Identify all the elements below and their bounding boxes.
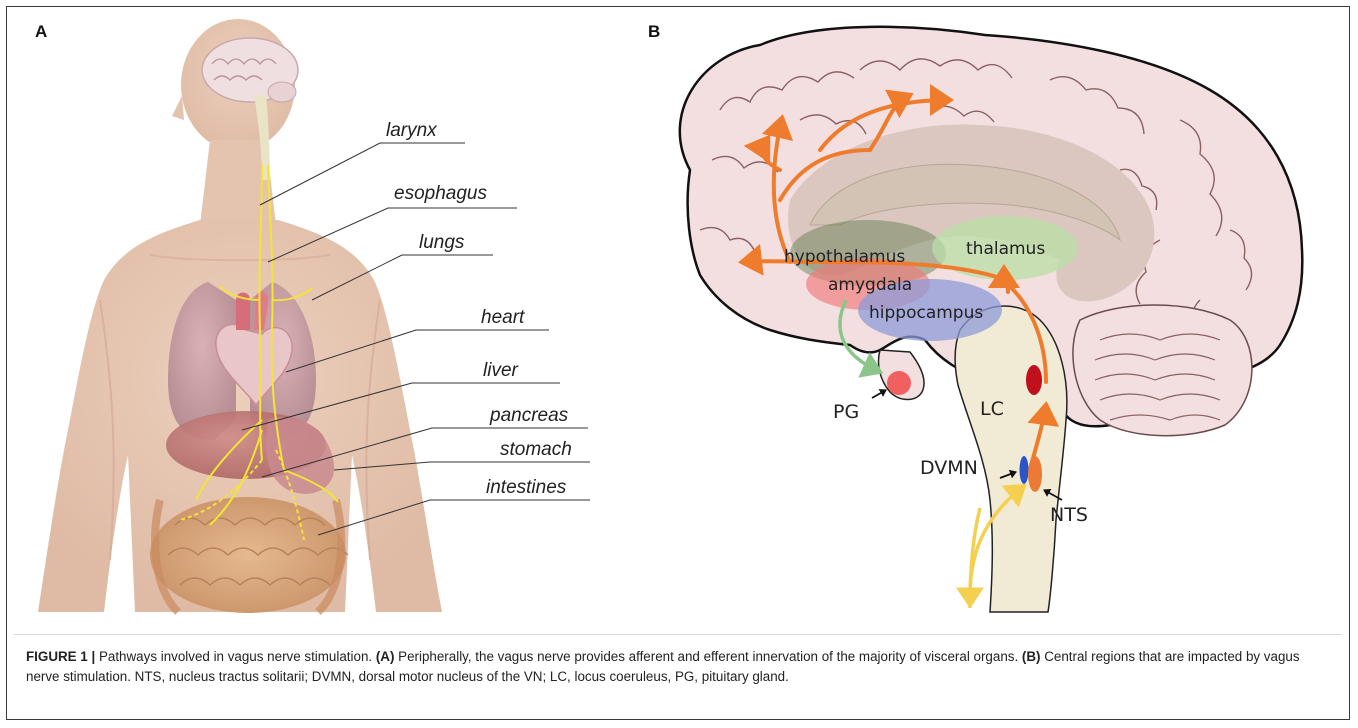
- caption-label: FIGURE 1 |: [26, 649, 95, 664]
- label-pg: PG: [833, 401, 859, 423]
- organ-label-intestines: intestines: [486, 477, 567, 498]
- caption-tag-a: (A): [376, 649, 395, 664]
- caption-text-2: Peripherally, the vagus nerve provides a…: [394, 649, 1021, 664]
- label-hippocampus: hippocampus: [869, 303, 983, 323]
- label-nts: NTS: [1050, 504, 1088, 526]
- caption-text-1: Pathways involved in vagus nerve stimula…: [95, 649, 376, 664]
- figure-caption: FIGURE 1 | Pathways involved in vagus ne…: [26, 647, 1336, 687]
- caption-tag-b: (B): [1022, 649, 1041, 664]
- dvmn-nucleus: [1020, 456, 1029, 484]
- organ-label-larynx: larynx: [386, 120, 438, 141]
- pg-nucleus: [887, 371, 911, 395]
- label-hypothalamus: hypothalamus: [784, 247, 905, 267]
- caption-separator: [14, 634, 1342, 635]
- organ-label-stomach: stomach: [500, 439, 572, 460]
- label-amygdala: amygdala: [828, 275, 912, 295]
- organ-labels: larynx esophagus lungs heart liver pancr…: [386, 120, 572, 498]
- organ-label-pancreas: pancreas: [489, 405, 569, 426]
- label-thalamus: thalamus: [966, 239, 1045, 259]
- organ-label-heart: heart: [481, 307, 525, 328]
- figure-illustration: larynx esophagus lungs heart liver pancr…: [0, 0, 1358, 640]
- label-dvmn: DVMN: [920, 457, 978, 479]
- nts-nucleus: [1028, 456, 1042, 492]
- organ-label-lungs: lungs: [419, 232, 465, 253]
- organ-label-esophagus: esophagus: [394, 183, 487, 204]
- label-lc: LC: [980, 398, 1004, 420]
- lc-nucleus: [1026, 365, 1042, 395]
- organ-label-liver: liver: [483, 360, 519, 381]
